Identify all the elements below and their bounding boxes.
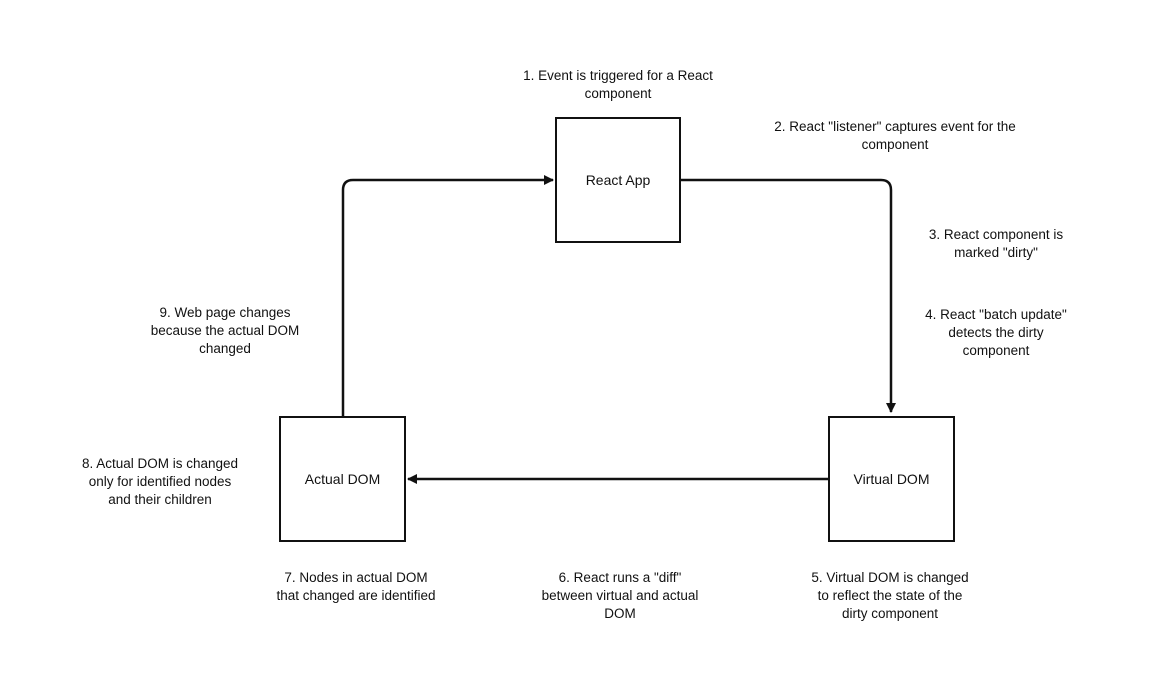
step-1-line: 1. Event is triggered for a React <box>523 68 713 83</box>
virtual-dom-node: Virtual DOM <box>828 416 955 542</box>
step-9-line: changed <box>199 341 251 356</box>
step-8-note: 8. Actual DOM is changed only for identi… <box>50 455 270 509</box>
step-9-line: 9. Web page changes <box>159 305 291 320</box>
virtual-dom-label: Virtual DOM <box>853 471 930 487</box>
step-9-note: 9. Web page changes because the actual D… <box>120 304 330 358</box>
step-1-note: 1. Event is triggered for a React compon… <box>483 67 753 103</box>
step-4-line: component <box>962 343 1030 358</box>
actual-dom-node: Actual DOM <box>279 416 406 542</box>
step-5-line: to reflect the state of the <box>817 588 963 603</box>
step-2-note: 2. React "listener" captures event for t… <box>730 118 1060 154</box>
step-3-note: 3. React component is marked "dirty" <box>896 226 1096 262</box>
step-7-line: that changed are identified <box>276 588 436 603</box>
react-app-node: React App <box>555 117 681 243</box>
step-4-note: 4. React "batch update" detects the dirt… <box>896 306 1096 360</box>
step-7-line: 7. Nodes in actual DOM <box>284 570 428 585</box>
arrow-react-app-to-virtual-dom <box>680 178 896 413</box>
step-5-line: 5. Virtual DOM is changed <box>811 570 969 585</box>
react-app-label: React App <box>585 172 651 188</box>
step-8-line: and their children <box>108 492 212 507</box>
step-8-line: only for identified nodes <box>88 474 232 489</box>
step-6-line: between virtual and actual <box>541 588 699 603</box>
actual-dom-label: Actual DOM <box>304 471 381 487</box>
arrow-actual-dom-to-react-app <box>341 175 554 416</box>
step-7-note: 7. Nodes in actual DOM that changed are … <box>246 569 466 605</box>
step-4-line: detects the dirty <box>948 325 1044 340</box>
step-1-line: component <box>584 86 652 101</box>
step-3-line: 3. React component is <box>928 227 1064 242</box>
step-6-line: DOM <box>604 606 636 621</box>
step-6-note: 6. React runs a "diff" between virtual a… <box>510 569 730 623</box>
step-5-note: 5. Virtual DOM is changed to reflect the… <box>770 569 1010 623</box>
step-5-line: dirty component <box>841 606 939 621</box>
step-2-line: 2. React "listener" captures event for t… <box>774 119 1016 134</box>
step-9-line: because the actual DOM <box>150 323 300 338</box>
step-3-line: marked "dirty" <box>954 245 1038 260</box>
step-8-line: 8. Actual DOM is changed <box>81 456 239 471</box>
step-2-line: component <box>861 137 929 152</box>
step-6-line: 6. React runs a "diff" <box>558 570 682 585</box>
step-4-line: 4. React "batch update" <box>925 307 1067 322</box>
